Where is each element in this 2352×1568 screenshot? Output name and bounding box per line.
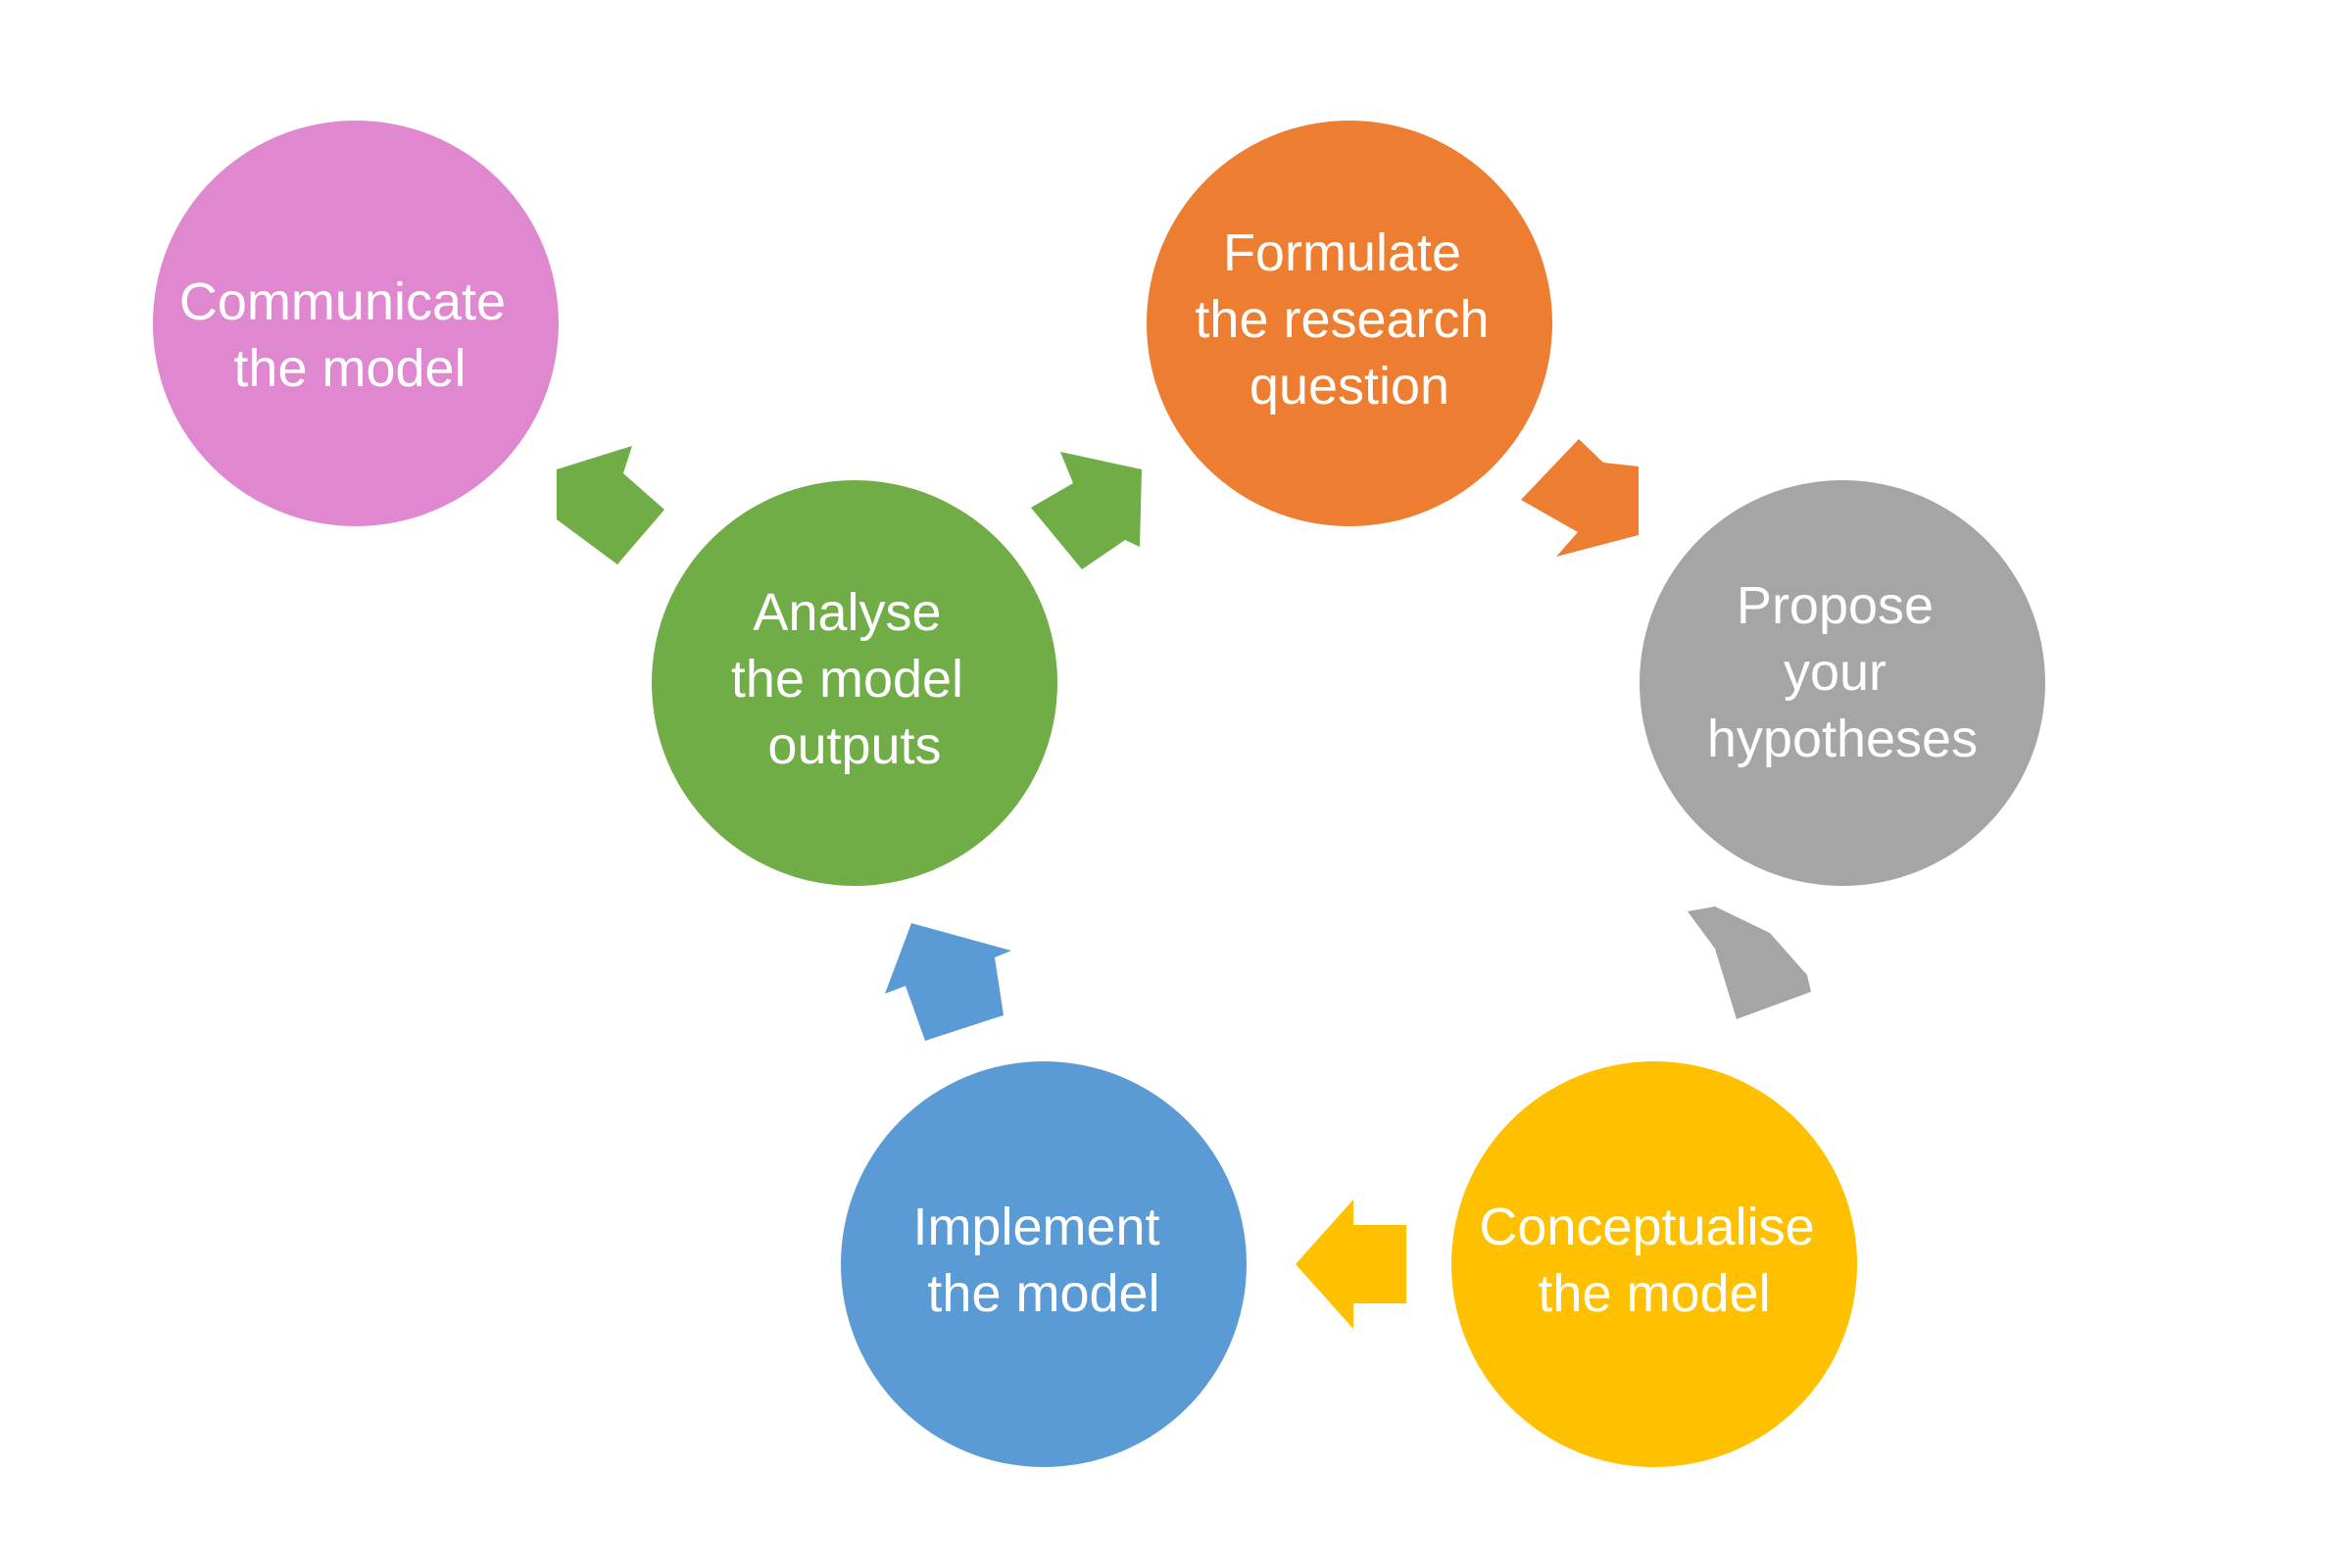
node-circle: [1147, 121, 1552, 526]
node-conceptualise: Conceptualise the model: [1451, 1061, 1857, 1467]
node-circle: [1451, 1061, 1857, 1467]
node-analyse: Analyse the model outputs: [652, 480, 1057, 886]
node-implement: Implement the model: [841, 1061, 1247, 1467]
node-circle: [652, 480, 1057, 886]
arrow-shape: [1031, 452, 1142, 569]
node-label: Implement the model: [912, 1198, 1174, 1323]
node-propose: Propose your hypotheses: [1640, 480, 2045, 886]
arrow-shape: [1688, 906, 1811, 1019]
node-label: Conceptualise the model: [1479, 1198, 1829, 1323]
arrow-shape: [557, 446, 664, 564]
arrow-shape: [1296, 1200, 1406, 1329]
arrow-shape: [1521, 439, 1639, 557]
arrow-formulate-to-propose: [1521, 439, 1639, 557]
node-circle: [841, 1061, 1247, 1467]
arrow-analyse-to-formulate: [1031, 452, 1142, 569]
arrow-implement-to-analyse: [885, 923, 1011, 1041]
node-circle: [1640, 480, 2045, 886]
arrow-shape: [885, 923, 1011, 1041]
node-formulate: Formulate the research question: [1147, 121, 1552, 526]
node-circle: [153, 121, 559, 526]
node-label: Propose your hypotheses: [1707, 576, 1978, 768]
arrow-propose-to-conceptualise: [1688, 906, 1811, 1019]
node-label: Analyse the model outputs: [731, 583, 978, 775]
node-label: Communicate the model: [179, 272, 520, 398]
arrow-conceptualise-to-implement: [1296, 1200, 1406, 1329]
arrow-analyse-to-communicate: [557, 446, 664, 564]
node-communicate: Communicate the model: [153, 121, 559, 526]
node-label: Formulate the research question: [1195, 223, 1503, 416]
